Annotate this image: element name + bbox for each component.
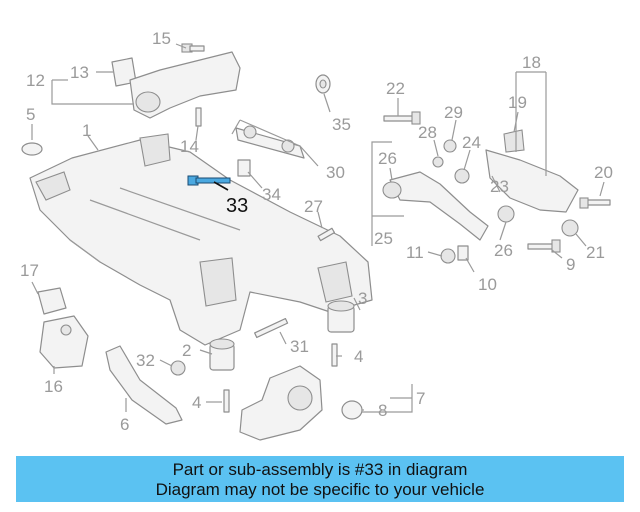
info-banner: Part or sub-assembly is #33 in diagram D… (16, 456, 624, 502)
callout-20: 20 (594, 163, 613, 182)
banner-line-1: Part or sub-assembly is #33 in diagram (172, 460, 468, 479)
callout-35: 35 (332, 115, 351, 134)
mount-17 (37, 287, 67, 315)
callout-21: 21 (586, 243, 605, 262)
bolt-4b (223, 389, 230, 413)
bushing-3 (327, 300, 355, 333)
callout-27: 27 (304, 197, 323, 216)
bushing-35 (315, 74, 331, 94)
callout-3: 3 (358, 289, 367, 308)
bolt-4a (331, 343, 338, 367)
nut-29 (443, 139, 457, 153)
bracket-34 (237, 159, 251, 177)
bolt-20 (579, 197, 611, 209)
bolt-31 (254, 317, 289, 339)
upper-arm-part (111, 51, 241, 119)
callout-30: 30 (326, 163, 345, 182)
bushing-8 (341, 400, 363, 420)
bolt-22 (383, 111, 421, 125)
nut-11 (440, 248, 456, 264)
callout-26-top: 26 (378, 149, 397, 168)
bolt-14 (195, 107, 202, 127)
bushing-2 (209, 338, 235, 371)
banner-line-2: Diagram may not be specific to your vehi… (155, 480, 485, 499)
callout-6: 6 (120, 415, 129, 434)
callout-14: 14 (180, 137, 199, 156)
callout-28: 28 (418, 123, 437, 142)
lower-control-arm (485, 129, 579, 213)
bolt-9 (527, 239, 561, 253)
callout-4-upper: 4 (354, 347, 363, 366)
callout-22: 22 (386, 79, 405, 98)
callout-24: 24 (462, 133, 481, 152)
callout-31: 31 (290, 337, 309, 356)
callout-1: 1 (82, 121, 91, 140)
callout-32: 32 (136, 351, 155, 370)
knuckle-7 (239, 365, 323, 441)
callout-13: 13 (70, 63, 89, 82)
callout-17: 17 (20, 261, 39, 280)
callout-12: 12 (26, 71, 45, 90)
upper-link-25 (382, 171, 515, 241)
callout-18: 18 (522, 53, 541, 72)
callout-9: 9 (566, 255, 575, 274)
bushing-5 (21, 142, 43, 156)
callout-26-bottom: 26 (494, 241, 513, 260)
callout-8: 8 (378, 401, 387, 420)
callout-23: 23 (490, 177, 509, 196)
callout-10: 10 (478, 275, 497, 294)
callout-15: 15 (152, 29, 171, 48)
callout-34: 34 (262, 185, 281, 204)
nut-21 (561, 219, 579, 237)
parts-diagram: 15 13 12 5 1 14 35 22 18 19 29 28 24 26 … (20, 29, 613, 441)
callout-labels: 15 13 12 5 1 14 35 22 18 19 29 28 24 26 … (20, 29, 613, 434)
bracket-10 (457, 245, 469, 261)
bolt-27 (317, 227, 336, 242)
callout-25: 25 (374, 229, 393, 248)
link-30 (235, 125, 305, 159)
leader-lines (31, 43, 605, 413)
callout-5: 5 (26, 105, 35, 124)
callout-2: 2 (182, 341, 191, 360)
nut-28 (432, 156, 444, 168)
callout-11: 11 (406, 243, 424, 262)
subframe-part (29, 133, 373, 346)
trailing-arm-6 (105, 345, 183, 425)
callout-29: 29 (444, 103, 463, 122)
callout-19: 19 (508, 93, 527, 112)
bushing-24 (454, 168, 470, 184)
callout-16: 16 (44, 377, 63, 396)
callout-7: 7 (416, 389, 425, 408)
callout-4-lower: 4 (192, 393, 201, 412)
bolt-15 (181, 43, 205, 53)
callout-33-highlighted: 33 (226, 195, 248, 217)
bracket-16 (39, 315, 89, 369)
bolt-33-highlighted (187, 175, 231, 186)
nut-32 (170, 360, 186, 376)
